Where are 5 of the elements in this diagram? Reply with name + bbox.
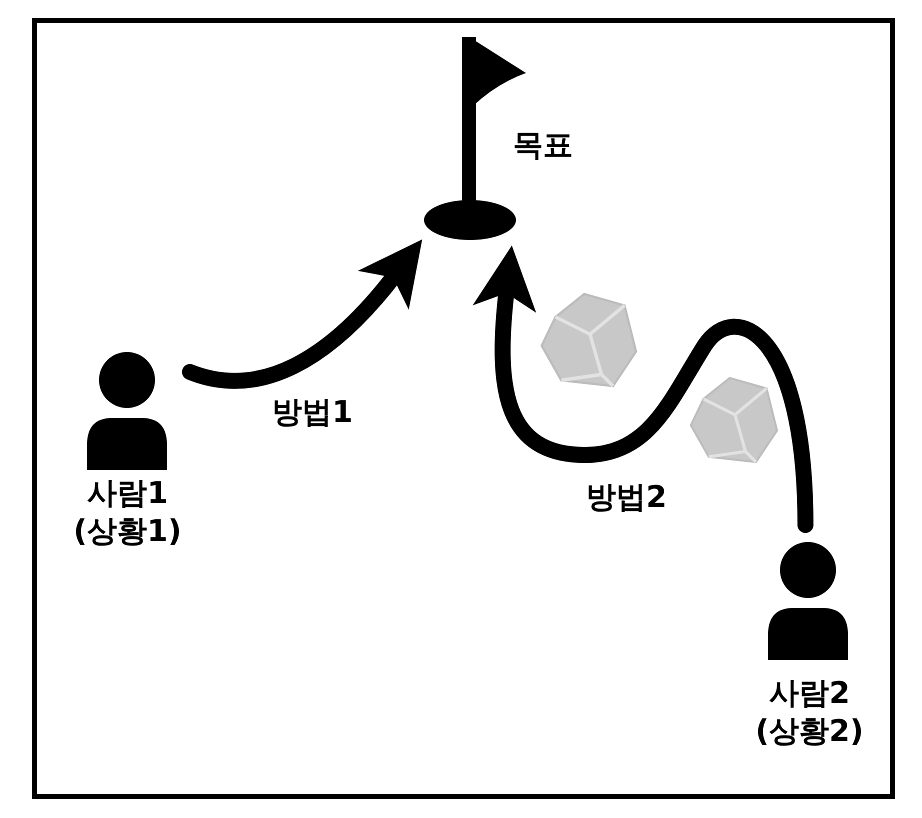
person-label: 사람2 (상황2): [754, 675, 865, 751]
arrow: [472, 245, 814, 533]
person-label: 사람1 (상황1): [72, 475, 183, 551]
goal-label: 목표: [513, 127, 573, 165]
arrow: [182, 240, 424, 389]
